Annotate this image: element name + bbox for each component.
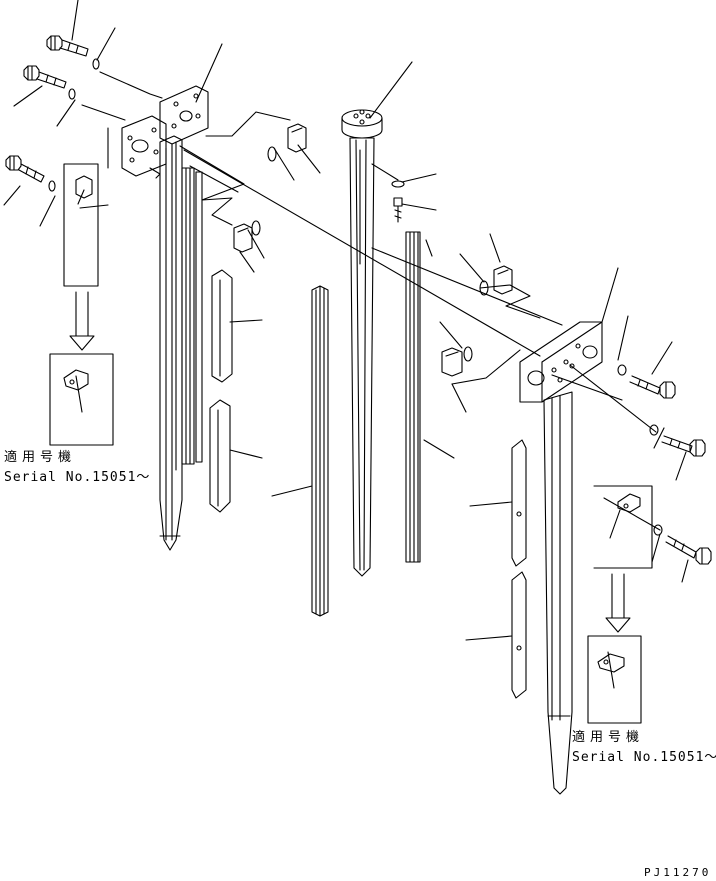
right-bolt-set-2	[649, 424, 706, 457]
left-cap-blocks	[233, 123, 307, 253]
middle-long-rail	[311, 285, 329, 617]
right-mounting-block	[519, 321, 603, 403]
right-bolt-set-1	[617, 364, 676, 399]
center-column	[341, 109, 383, 577]
right-column	[543, 391, 573, 795]
left-bolt-set-1	[46, 35, 100, 70]
left-column	[159, 135, 183, 551]
right-cap-blocks	[441, 265, 513, 377]
left-serial-label: Serial No.15051～	[4, 470, 151, 485]
right-slide-pad-lower	[511, 571, 527, 699]
left-rail-set	[181, 167, 203, 465]
left-mounting-block	[121, 115, 167, 179]
center-right-rails	[405, 231, 421, 563]
right-slide-pad-upper	[511, 439, 527, 567]
left-slide-pad-upper	[211, 269, 233, 383]
right-inset-box	[587, 635, 642, 724]
left-slide-pad-lower	[209, 399, 231, 513]
left-top-plate	[159, 85, 209, 145]
left-inset-box	[49, 353, 114, 446]
assembly-lines	[79, 71, 661, 531]
right-arrow	[605, 573, 631, 633]
right-bracket-group	[593, 485, 653, 569]
right-serial-label: Serial No.15051～	[572, 750, 716, 765]
center-fasteners	[391, 180, 405, 223]
left-arrow	[69, 291, 95, 351]
left-bolt-set-2	[23, 65, 76, 100]
right-applicable-model-label: 適用号機	[572, 730, 645, 745]
leader-lines	[3, 0, 689, 689]
drawing-code: PJ11270	[644, 866, 712, 879]
left-bolt-set-3	[5, 155, 56, 192]
right-bolt-set-3	[653, 524, 712, 565]
left-applicable-model-label: 適用号機	[4, 450, 77, 465]
left-bracket-group	[63, 163, 99, 287]
